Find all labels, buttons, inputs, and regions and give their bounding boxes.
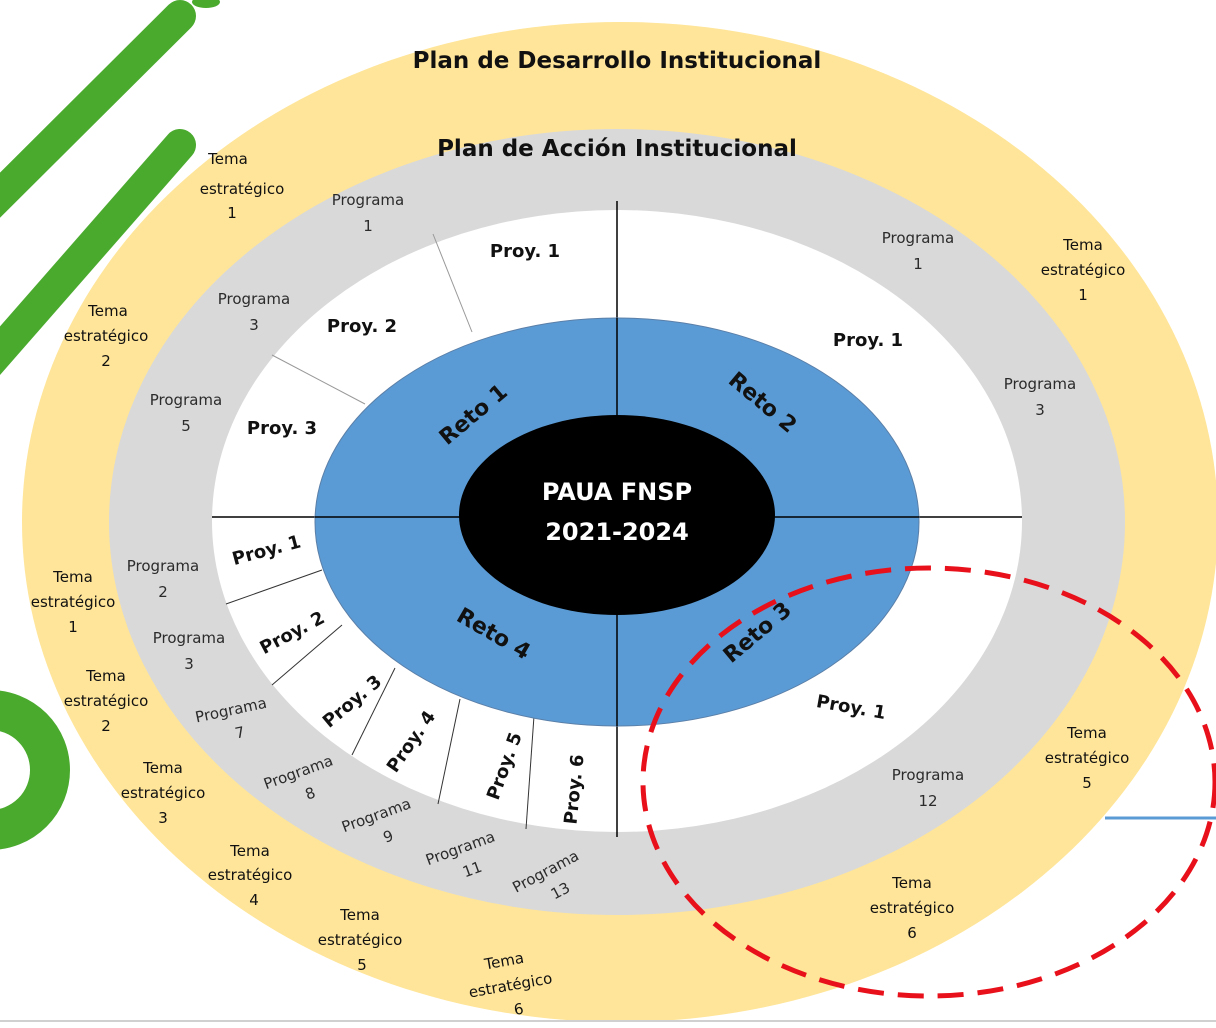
svg-text:1: 1 <box>913 255 923 273</box>
svg-text:Tema: Tema <box>52 568 93 586</box>
tema-right-6: Tema estratégico 6 <box>870 874 955 942</box>
center-core <box>459 415 775 615</box>
center-title: PAUA FNSP <box>542 478 692 506</box>
sep-q4-a <box>225 569 323 605</box>
svg-text:estratégico: estratégico <box>1041 261 1126 279</box>
sep-q1-b <box>271 354 366 405</box>
green-stripe-mid <box>0 129 196 376</box>
tema-left-2: Tema estratégico 2 <box>64 302 149 370</box>
svg-text:6: 6 <box>512 1000 525 1019</box>
proy-q1-2: Proy. 2 <box>327 316 397 337</box>
svg-text:3: 3 <box>249 316 259 334</box>
programa-q1-5: Programa 5 <box>150 391 222 435</box>
programa-q2-3: Programa 3 <box>1004 375 1076 419</box>
svg-text:Tema: Tema <box>87 302 128 320</box>
svg-text:Programa: Programa <box>150 391 222 409</box>
programa-q4-2: Programa 2 <box>127 557 199 601</box>
programa-q4-3: Programa 3 <box>153 629 225 673</box>
green-ring-decor <box>0 690 70 850</box>
svg-text:1: 1 <box>1078 286 1088 304</box>
svg-text:11: 11 <box>460 858 484 881</box>
center-years: 2021-2024 <box>545 518 689 546</box>
svg-text:estratégico: estratégico <box>31 593 116 611</box>
programa-q1-1: Programa 1 <box>332 191 404 235</box>
svg-text:estratégico: estratégico <box>208 866 293 884</box>
proy-q2-1: Proy. 1 <box>833 330 903 351</box>
svg-text:2: 2 <box>158 583 168 601</box>
svg-text:7: 7 <box>233 723 246 743</box>
svg-text:5: 5 <box>181 417 191 435</box>
svg-text:Tema: Tema <box>1066 724 1107 742</box>
svg-text:Programa: Programa <box>332 191 404 209</box>
tema-left-low-2: Tema estratégico 2 <box>64 667 149 735</box>
sep-q1-a <box>432 233 473 333</box>
svg-text:Tema: Tema <box>1062 236 1103 254</box>
sep-q4-e <box>525 715 535 830</box>
svg-text:3: 3 <box>158 809 168 827</box>
svg-text:estratégico: estratégico <box>1045 749 1130 767</box>
svg-text:12: 12 <box>918 792 937 810</box>
svg-text:3: 3 <box>184 655 194 673</box>
svg-text:estratégico: estratégico <box>64 692 149 710</box>
green-stripe-cap <box>192 0 220 8</box>
title-pai: Plan de Acción Institucional <box>437 136 797 162</box>
svg-text:Tema: Tema <box>85 667 126 685</box>
dashed-highlight <box>640 565 1216 999</box>
svg-text:1: 1 <box>68 618 78 636</box>
svg-text:6: 6 <box>907 924 917 942</box>
tema-right-1: Tema estratégico 1 <box>1041 236 1126 304</box>
svg-text:Tema: Tema <box>142 759 183 777</box>
tema-bottom-5: Tema estratégico 5 <box>318 906 403 974</box>
svg-text:Tema: Tema <box>207 150 248 168</box>
svg-text:2: 2 <box>101 717 111 735</box>
tema-left-low-1: Tema estratégico 1 <box>31 568 116 636</box>
sep-q4-b <box>271 624 343 686</box>
svg-text:Tema: Tema <box>229 842 270 860</box>
proy-q1-1: Proy. 1 <box>490 241 560 262</box>
sep-q4-c <box>351 667 396 756</box>
svg-text:estratégico: estratégico <box>870 899 955 917</box>
svg-text:Tema: Tema <box>891 874 932 892</box>
svg-text:Programa: Programa <box>882 229 954 247</box>
svg-text:Programa: Programa <box>892 766 964 784</box>
green-stripe-top <box>0 0 196 218</box>
tema-left-low-3: Tema estratégico 3 <box>121 759 206 827</box>
svg-text:estratégico: estratégico <box>64 327 149 345</box>
tema-bottom-4: Tema estratégico 4 <box>208 842 293 909</box>
svg-text:2: 2 <box>101 352 111 370</box>
svg-text:5: 5 <box>1082 774 1092 792</box>
programa-q3-12: Programa 12 <box>892 766 964 810</box>
svg-text:Programa: Programa <box>127 557 199 575</box>
svg-text:estratégico: estratégico <box>200 180 285 198</box>
programa-q2-1: Programa 1 <box>882 229 954 273</box>
svg-text:3: 3 <box>1035 401 1045 419</box>
programa-q1-3: Programa 3 <box>218 290 290 334</box>
svg-text:Tema: Tema <box>339 906 380 924</box>
svg-text:5: 5 <box>357 956 367 974</box>
sep-q4-d <box>437 698 461 805</box>
svg-text:Programa: Programa <box>218 290 290 308</box>
title-pdi: Plan de Desarrollo Institucional <box>413 48 822 74</box>
svg-text:1: 1 <box>227 204 237 222</box>
svg-text:Programa: Programa <box>153 629 225 647</box>
svg-text:Programa: Programa <box>1004 375 1076 393</box>
proy-q1-3: Proy. 3 <box>247 418 317 439</box>
tema-right-5: Tema estratégico 5 <box>1045 724 1130 792</box>
svg-text:4: 4 <box>249 891 259 909</box>
svg-text:estratégico: estratégico <box>318 931 403 949</box>
tema-top-left-1: Tema estratégico 1 <box>200 150 285 222</box>
svg-text:1: 1 <box>363 217 373 235</box>
svg-text:estratégico: estratégico <box>121 784 206 802</box>
